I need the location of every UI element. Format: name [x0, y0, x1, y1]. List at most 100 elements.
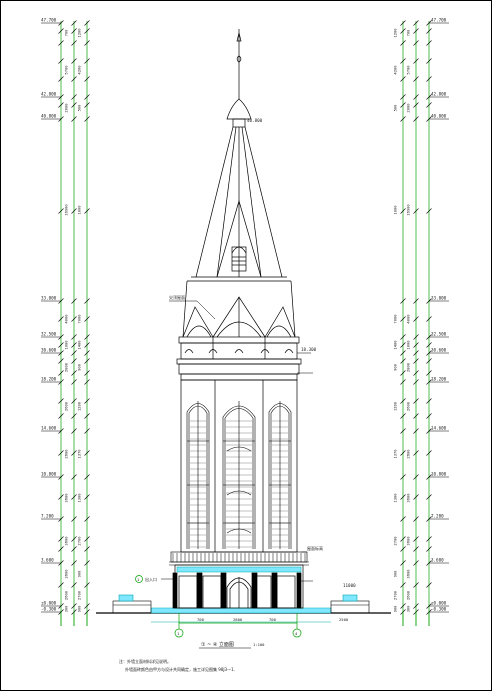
- right-dimension-labels: 7001200570042002000500169001000400070001…: [393, 28, 411, 613]
- section-marker-label: 1: [137, 577, 140, 582]
- annotations: 尖顶屋面 40.800 18.300 屋面标高 出入口 11000 1 4 1 …: [119, 118, 356, 672]
- window-bay: [222, 401, 256, 549]
- dim-label-inner: 2700: [393, 590, 398, 600]
- dim-label-outer: 2600: [64, 590, 69, 600]
- drawing-title: ① ~ ④ 立面图: [201, 641, 234, 648]
- level-label-right: 30.600: [431, 348, 447, 353]
- dimension-ticks: [58, 20, 432, 626]
- entrance-tag: 出入口: [145, 576, 157, 582]
- dim-label-inner: 1000: [77, 205, 82, 215]
- roof-label: 尖顶屋面: [169, 294, 185, 300]
- dim-label-outer: 3600: [406, 569, 411, 579]
- level-label-left: 32.500: [41, 332, 57, 337]
- level-label-right: 10.800: [431, 472, 447, 477]
- level-label-right: ±0.000: [431, 601, 447, 606]
- level-label-left: 33.000: [41, 296, 57, 301]
- right-tag: 11000: [343, 583, 356, 588]
- window-bay: [186, 401, 210, 549]
- dim-label-inner: 2700: [77, 590, 82, 600]
- level-label-left: 14.600: [41, 426, 57, 431]
- dim-label-inner: 900: [393, 570, 398, 578]
- dim-label-outer: 300: [406, 605, 411, 613]
- dim-label-inner: 7000: [393, 314, 398, 324]
- level-label-right: 14.600: [431, 426, 447, 431]
- dim-label-outer: 16900: [64, 204, 69, 216]
- dim-label-outer: 4000: [64, 314, 69, 324]
- left-planter: [112, 594, 152, 614]
- dim-label-outer: 700: [64, 29, 69, 37]
- dim-label-outer: 2800: [64, 362, 69, 372]
- level-label-left: 40.800: [41, 114, 57, 119]
- note-line-2: 外墙面砖颜色由甲方与设计共同确定，施工详见图集 98J3—1.: [125, 666, 235, 672]
- dim-label-inner: 1200: [393, 28, 398, 38]
- ground-floor: [172, 564, 304, 609]
- dim-label-outer: 2600: [406, 401, 411, 411]
- dim-label-outer: 700: [406, 29, 411, 37]
- level-label-right: 3.600: [431, 558, 444, 563]
- gable-dormers: [182, 280, 296, 359]
- dim-label-outer: 3600: [406, 536, 411, 546]
- dim-label-inner: 1400: [77, 340, 82, 350]
- dim-label-inner: 500: [77, 104, 82, 112]
- level-label-left: 18.200: [41, 377, 57, 382]
- dim-label-inner: 1400: [393, 340, 398, 350]
- level-label-right: 7.200: [431, 514, 444, 519]
- spire-roof: [187, 126, 291, 282]
- dim-label-outer: 2000: [406, 103, 411, 113]
- dim-label-outer: 2600: [64, 449, 69, 459]
- dim-label-inner: 2700: [77, 536, 82, 546]
- note-line-1: 注：外墙立面材料详见说明。: [119, 658, 171, 664]
- spire-level-tag: 40.800: [247, 118, 263, 123]
- dim-label-outer: 2000: [64, 103, 69, 113]
- dimension-rails: [60, 21, 430, 626]
- roof-elevation-tag: 屋面标高: [307, 545, 323, 551]
- dim-label-inner: 1000: [393, 205, 398, 215]
- dim-label-outer: 3600: [64, 569, 69, 579]
- dim-label-inner: 1200: [77, 28, 82, 38]
- level-label-left: 47.700: [41, 18, 57, 23]
- dim-label-inner: 1200: [393, 401, 398, 411]
- axis-markers: [135, 575, 302, 638]
- drawing-scale: 1:100: [253, 642, 265, 647]
- axis-dim-c: 700: [269, 617, 277, 622]
- tower-windows: [186, 401, 292, 549]
- axis-dim-a: 700: [197, 617, 205, 622]
- cornice-bands: [176, 336, 302, 381]
- dim-label-outer: 3600: [64, 493, 69, 503]
- dim-label-inner: 1300: [77, 493, 82, 503]
- dim-label-inner: 900: [393, 363, 398, 371]
- dim-label-outer: 4000: [406, 314, 411, 324]
- balcony-railing: [169, 551, 309, 566]
- balusters: [172, 553, 306, 562]
- dim-label-inner: 900: [77, 570, 82, 578]
- dim-label-outer: 300: [64, 605, 69, 613]
- dim-label-outer: 1000: [406, 340, 411, 350]
- dim-label-inner: 1300: [393, 493, 398, 503]
- dim-label-inner: 500: [393, 104, 398, 112]
- dim-label-inner: 900: [77, 605, 82, 613]
- dim-label-inner: 4200: [77, 65, 82, 75]
- dim-label-inner: 900: [77, 363, 82, 371]
- window-bay: [268, 401, 292, 549]
- level-label-left: 3.600: [41, 558, 54, 563]
- dim-label-inner: 2700: [393, 536, 398, 546]
- level-label-left: -0.300: [41, 607, 57, 612]
- level-label-left: 30.600: [41, 348, 57, 353]
- dim-label-inner: 1370: [393, 449, 398, 459]
- level-label-right: 32.500: [431, 332, 447, 337]
- dim-label-outer: 2600: [64, 401, 69, 411]
- dim-label-outer: 1000: [64, 340, 69, 350]
- level-label-right: 18.200: [431, 377, 447, 382]
- dim-label-outer: 2600: [406, 590, 411, 600]
- dim-label-outer: 5700: [406, 65, 411, 75]
- side-dim: 2500: [339, 617, 349, 622]
- axis-label-4: 4: [295, 631, 298, 636]
- dim-label-inner: 7000: [77, 314, 82, 324]
- axis-dim-b: 2800: [233, 617, 243, 622]
- dim-label-outer: 3600: [406, 493, 411, 503]
- level-label-left: 42.800: [41, 92, 57, 97]
